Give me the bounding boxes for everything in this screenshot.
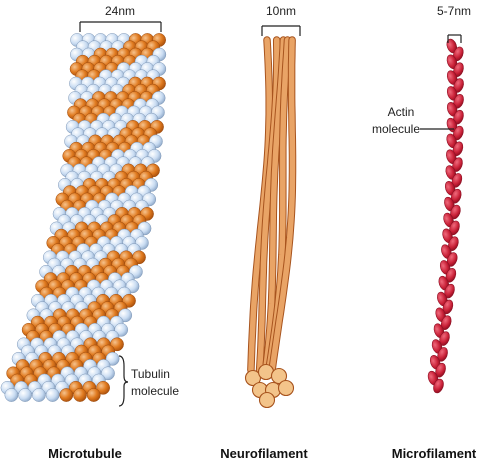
- neurofilament-strand: [262, 37, 287, 373]
- microtubule-width-label: 24nm: [105, 4, 135, 18]
- tubulin-callout-bracket: [118, 355, 129, 407]
- neurofilament-caption: Neurofilament: [220, 446, 308, 461]
- neurofilament-end-face: [258, 391, 276, 409]
- tubulin-sphere: [101, 366, 115, 381]
- microfilament-figure: 5-7nm Actin molecule Microfilament: [372, 4, 477, 461]
- neurofilament-strand: [256, 37, 280, 373]
- actin-bead: [433, 378, 444, 394]
- microtubule-tubulin-spheres: [0, 33, 167, 402]
- tubulin-sphere: [4, 388, 19, 402]
- microtubule-figure: 24nm Tubulin molecule Microtubule: [0, 4, 179, 461]
- actin-label-line1: Actin: [388, 105, 415, 119]
- tubulin-sphere: [32, 388, 46, 402]
- tubulin-sphere: [96, 380, 110, 395]
- neurofilament-strand: [269, 37, 296, 373]
- microfilament-width-label: 5-7nm: [437, 4, 471, 18]
- microfilament-actin-beads: [427, 38, 464, 394]
- neurofilament-width-label: 10nm: [266, 4, 296, 18]
- tubulin-label-line2: molecule: [131, 384, 179, 398]
- tubulin-sphere: [59, 388, 74, 402]
- tubulin-sphere: [18, 388, 32, 402]
- microtubule-caption: Microtubule: [48, 446, 122, 461]
- microfilament-width-bracket: [447, 34, 462, 43]
- neurofilament-end-face: [270, 367, 288, 385]
- neurofilament-end-face: [244, 369, 262, 387]
- actin-bead: [439, 331, 450, 346]
- tubulin-sphere: [105, 351, 120, 366]
- tubulin-sphere: [73, 388, 87, 402]
- neurofilament-strands: [244, 36, 297, 409]
- actin-label-line2: molecule: [372, 122, 420, 136]
- tubulin-sphere: [86, 388, 101, 402]
- microtubule-width-bracket: [79, 21, 162, 32]
- tubulin-sphere: [45, 388, 60, 402]
- neurofilament-figure: 10nm Neurofilament: [220, 4, 308, 461]
- neurofilament-width-bracket: [261, 25, 301, 36]
- neurofilament-end-face: [277, 379, 295, 397]
- actin-bead: [435, 362, 446, 378]
- actin-bead: [437, 347, 448, 362]
- tubulin-label-line1: Tubulin: [131, 367, 170, 381]
- microfilament-caption: Microfilament: [392, 446, 477, 461]
